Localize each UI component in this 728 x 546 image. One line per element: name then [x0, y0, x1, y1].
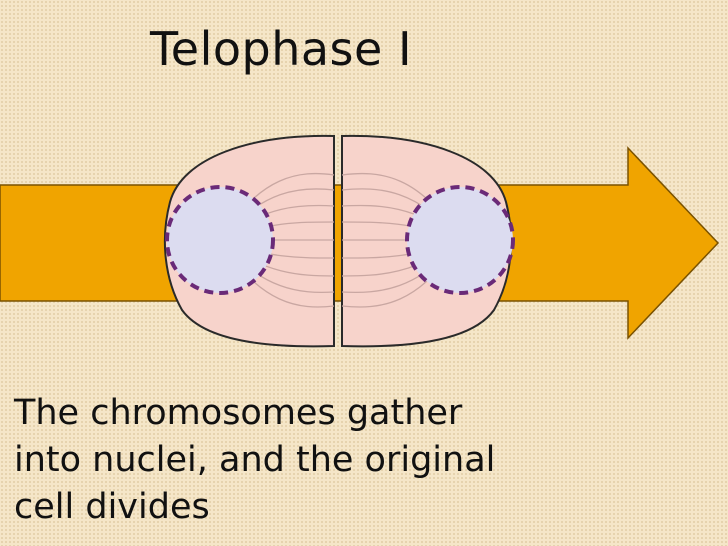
diagram-title: Telophase I [150, 22, 413, 76]
caption: The chromosomes gather into nuclei, and … [14, 390, 714, 531]
nucleus-left-icon [165, 185, 275, 295]
telophase-diagram [0, 134, 720, 348]
nucleus-right-icon [405, 185, 515, 295]
caption-line-3: cell divides [14, 487, 210, 527]
caption-line-2: into nuclei, and the original [14, 440, 496, 480]
caption-line-1: The chromosomes gather [14, 393, 463, 433]
